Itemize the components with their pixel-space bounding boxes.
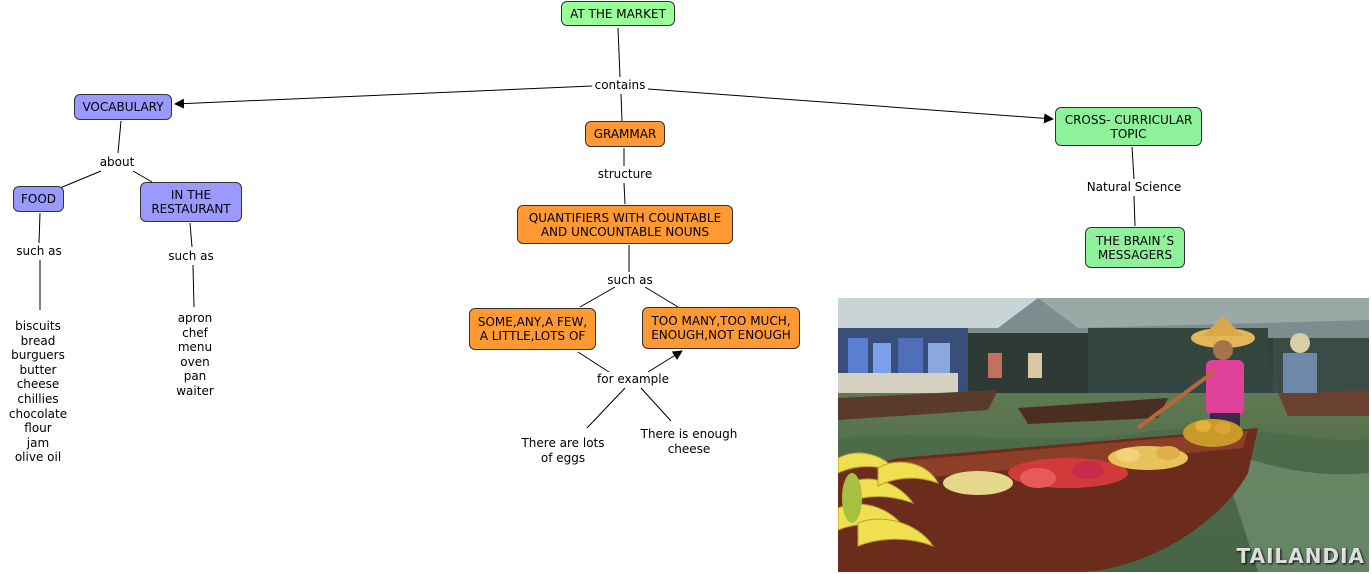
structure-link-label: structure xyxy=(597,167,653,181)
food-item: olive oil xyxy=(14,450,62,465)
root-node[interactable]: AT THE MARKET xyxy=(561,1,675,26)
food-item: jam xyxy=(26,435,50,450)
for-example-link-label: for example xyxy=(597,372,669,386)
food-item: bread xyxy=(20,333,56,348)
example-cheese-text: There is enough cheese xyxy=(640,427,738,456)
restaurant-item: menu xyxy=(177,340,213,355)
quantifiers-such-as-label: such as xyxy=(607,273,653,287)
food-item: flour xyxy=(24,421,52,436)
restaurant-such-as-label: such as xyxy=(168,249,214,263)
grammar-node[interactable]: GRAMMAR xyxy=(585,121,665,147)
brain-messagers-node[interactable]: THE BRAIN´S MESSAGERS xyxy=(1085,227,1185,268)
example-eggs-text: There are lots of eggs xyxy=(521,436,605,465)
food-item: biscuits xyxy=(15,319,61,333)
food-node[interactable]: FOOD xyxy=(13,186,64,212)
quantifiers-node[interactable]: QUANTIFIERS WITH COUNTABLE AND UNCOUNTAB… xyxy=(517,205,733,244)
too-many-enough-node[interactable]: TOO MANY,TOO MUCH, ENOUGH,NOT ENOUGH xyxy=(642,307,800,349)
food-item: cheese xyxy=(16,377,60,392)
restaurant-item: apron xyxy=(177,311,213,325)
floating-market-photo: TAILANDIA xyxy=(838,298,1369,572)
food-item: chocolate xyxy=(8,406,68,421)
some-any-few-node[interactable]: SOME,ANY,A FEW, A LITTLE,LOTS OF xyxy=(469,308,596,350)
vocabulary-node[interactable]: VOCABULARY xyxy=(74,94,172,120)
food-item: chillies xyxy=(17,391,59,406)
restaurant-item: chef xyxy=(182,325,208,340)
food-such-as-label: such as xyxy=(16,244,62,258)
about-link-label: about xyxy=(99,155,135,169)
cross-curricular-node[interactable]: CROSS- CURRICULAR TOPIC xyxy=(1055,107,1202,146)
restaurant-item: pan xyxy=(183,369,207,384)
photo-watermark: TAILANDIA xyxy=(1236,544,1365,568)
food-item: butter xyxy=(19,362,57,377)
food-item: burguers xyxy=(11,348,65,363)
restaurant-node[interactable]: IN THE RESTAURANT xyxy=(140,182,242,222)
restaurant-item: waiter xyxy=(176,383,214,398)
natural-science-link-label: Natural Science xyxy=(1086,180,1182,194)
restaurant-item: oven xyxy=(180,354,210,369)
contains-link-label: contains xyxy=(594,78,646,92)
